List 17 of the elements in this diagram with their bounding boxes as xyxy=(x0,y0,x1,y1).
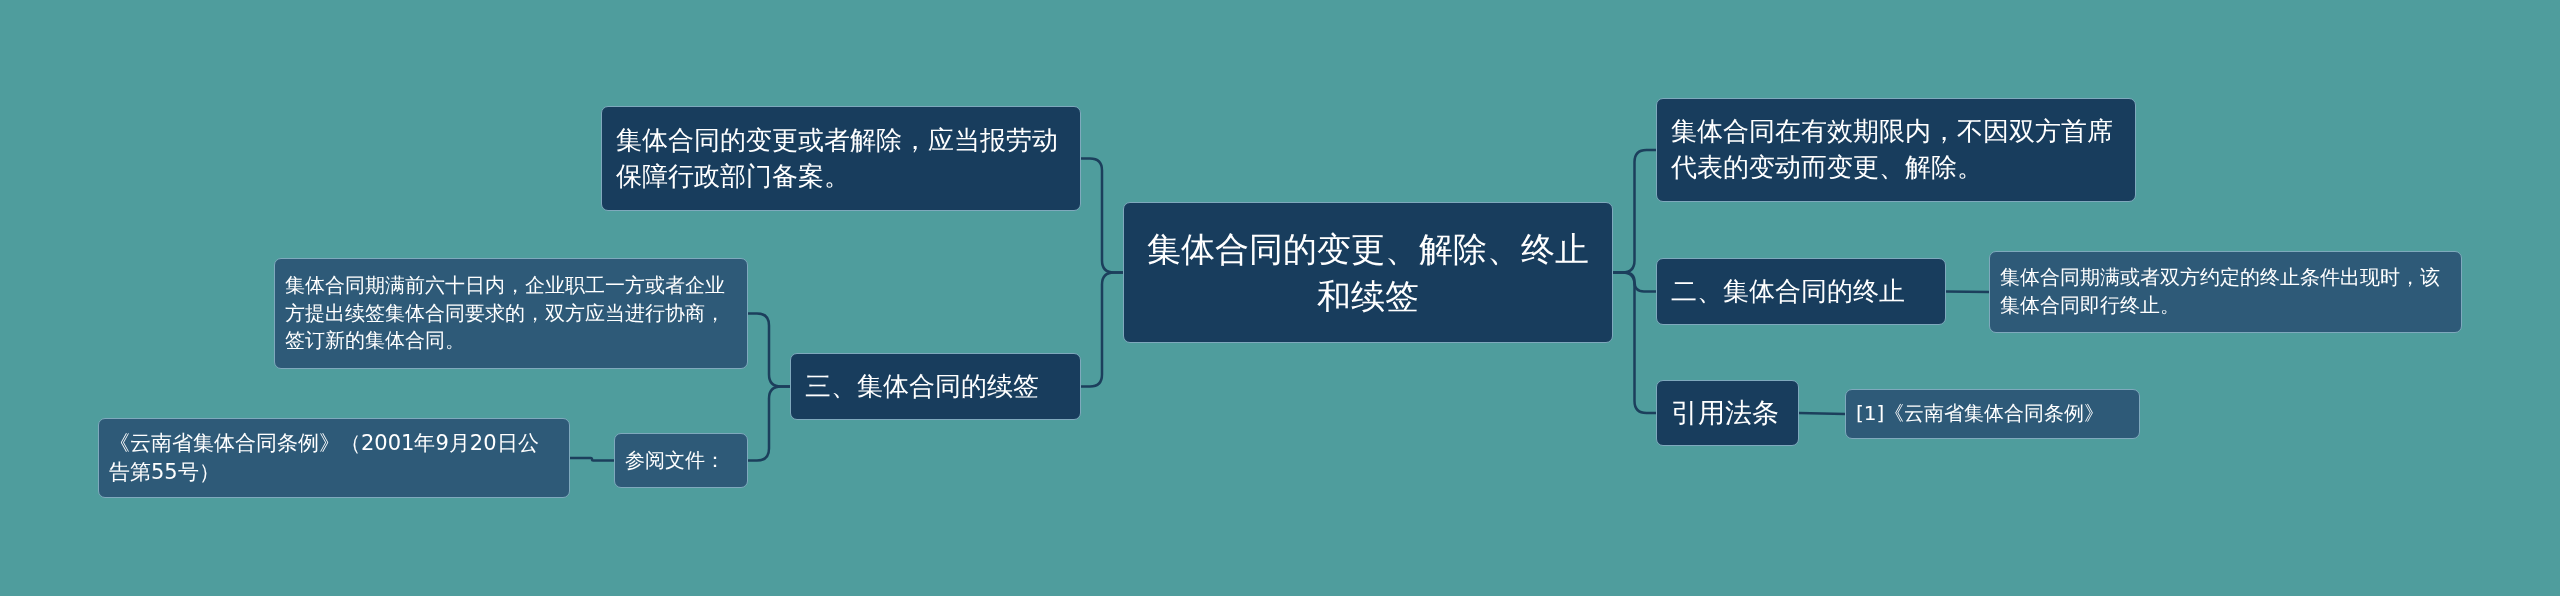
central-topic-box: 集体合同的变更、解除、终止和续签 xyxy=(1123,202,1613,343)
subtopic-box: [1]《云南省集体合同条例》 xyxy=(1845,389,2140,439)
topic-box: 集体合同的变更或者解除，应当报劳动保障行政部门备案。 xyxy=(601,106,1081,211)
topic-box: 集体合同在有效期限内，不因双方首席代表的变动而变更、解除。 xyxy=(1656,98,2136,202)
subtopic-box: 集体合同期满前六十日内，企业职工一方或者企业方提出续签集体合同要求的，双方应当进行协商，签订新的集体合同。 xyxy=(274,258,748,369)
topic-box: 引用法条 xyxy=(1656,380,1799,446)
connector-line xyxy=(1613,271,1656,415)
topic-box: 三、集体合同的续签 xyxy=(790,353,1081,420)
connector-line xyxy=(1798,411,1846,416)
connector-line xyxy=(570,456,614,462)
topic-box: 二、集体合同的终止 xyxy=(1656,258,1946,325)
subtopic-box: 集体合同期满或者双方约定的终止条件出现时，该集体合同即行终止。 xyxy=(1989,251,2462,333)
subtopic-box: 参阅文件： xyxy=(614,433,748,488)
subtopic-box: 《云南省集体合同条例》（2001年9月20日公告第55号） xyxy=(98,418,570,498)
connector-line xyxy=(748,385,790,462)
connector-line xyxy=(1946,290,1989,294)
connector-line xyxy=(1081,271,1123,388)
